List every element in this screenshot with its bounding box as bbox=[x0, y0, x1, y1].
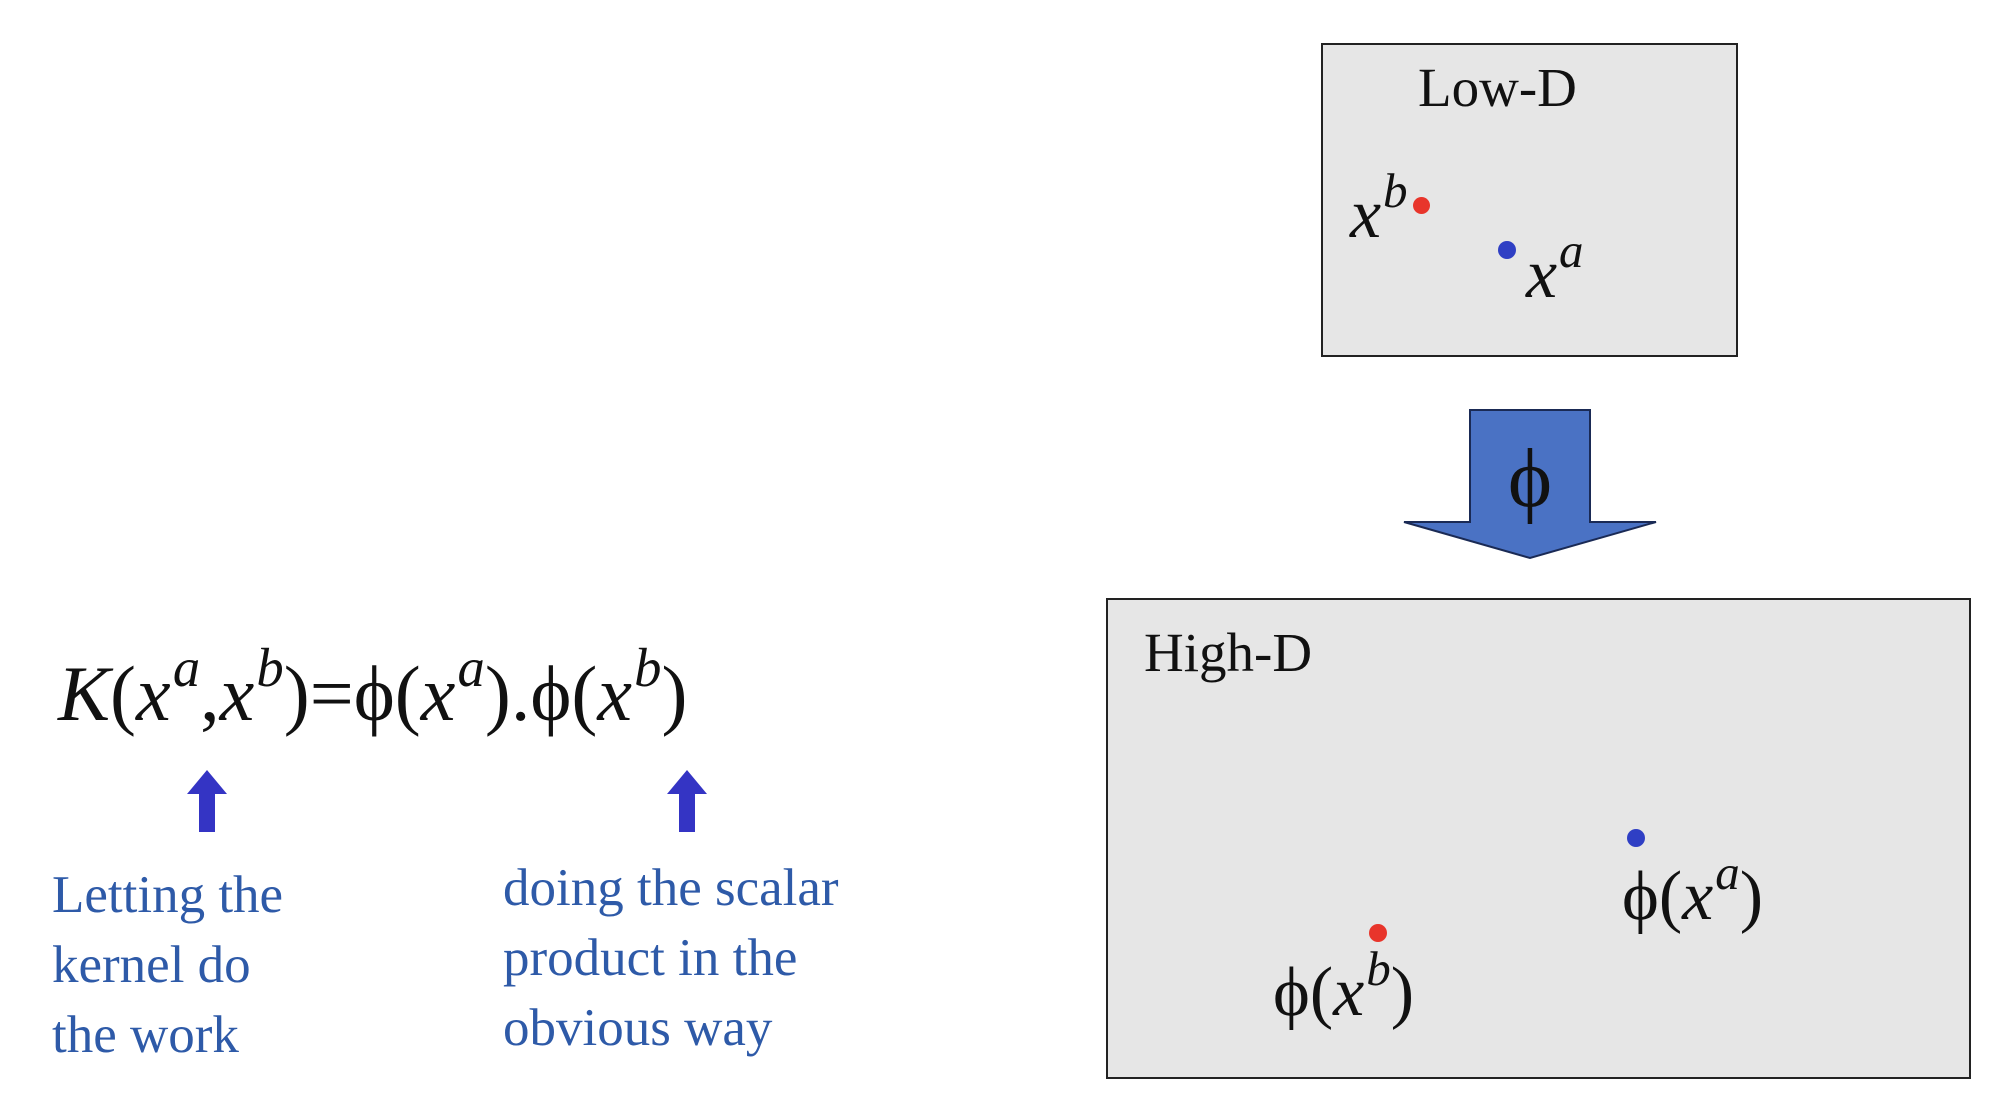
eq-open-3: ( bbox=[571, 650, 598, 737]
high-d-xb-phi: ϕ bbox=[1273, 954, 1310, 1031]
up-arrow-left-shape bbox=[187, 770, 227, 832]
high-d-box bbox=[1106, 598, 1971, 1079]
up-arrow-left-icon bbox=[187, 770, 227, 832]
eq-equals: = bbox=[309, 650, 354, 737]
annotation-left-line-3: the work bbox=[52, 1006, 239, 1064]
annotation-right-line-3: obvious way bbox=[503, 999, 773, 1057]
annotation-right-line-2: product in the bbox=[503, 929, 798, 987]
eq-sup-a-2: a bbox=[457, 637, 485, 699]
eq-open-1: ( bbox=[110, 650, 137, 737]
eq-kernel: K bbox=[58, 650, 111, 737]
eq-phi-2: ϕ bbox=[530, 650, 572, 737]
eq-comma: , bbox=[200, 650, 220, 737]
high-d-xb-open: ( bbox=[1309, 954, 1334, 1031]
low-d-box bbox=[1321, 43, 1738, 357]
annotation-right-line-1: doing the scalar bbox=[503, 859, 839, 917]
low-d-label-xa: xa bbox=[1526, 226, 1584, 310]
annotation-left-line-1: Letting the bbox=[52, 866, 284, 924]
eq-open-2: ( bbox=[394, 650, 421, 737]
high-d-label-phi-xb: ϕ(xb) bbox=[1273, 944, 1414, 1028]
eq-close-1: ) bbox=[283, 650, 310, 737]
high-d-xa-open: ( bbox=[1658, 858, 1683, 935]
high-d-title: High-D bbox=[1144, 622, 1313, 683]
eq-close-3: ) bbox=[661, 650, 688, 737]
high-d-xa-close: ) bbox=[1739, 858, 1764, 935]
eq-sup-b-1: b bbox=[256, 637, 284, 699]
low-d-title: Low-D bbox=[1418, 57, 1577, 118]
annotation-left-line-2: kernel do bbox=[52, 936, 251, 994]
low-d-xa-sup: a bbox=[1559, 222, 1584, 278]
low-d-point-a bbox=[1498, 241, 1516, 259]
eq-sup-b-2: b bbox=[634, 637, 662, 699]
eq-phi-1: ϕ bbox=[353, 650, 395, 737]
up-arrow-right-shape bbox=[667, 770, 707, 832]
high-d-xa-phi: ϕ bbox=[1622, 858, 1659, 935]
annotation-right: doing the scalar product in the obvious … bbox=[503, 853, 839, 1063]
high-d-xb-close: ) bbox=[1390, 954, 1415, 1031]
low-d-point-b bbox=[1413, 197, 1430, 214]
eq-var-1: x bbox=[136, 650, 171, 737]
eq-sup-a-1: a bbox=[172, 637, 201, 699]
eq-var-3: x bbox=[420, 650, 456, 737]
low-d-xa-var: x bbox=[1526, 236, 1558, 313]
high-d-point-b bbox=[1369, 924, 1387, 942]
low-d-xb-var: x bbox=[1350, 176, 1382, 253]
phi-arrow-shape bbox=[1403, 409, 1657, 560]
phi-mapping-arrow bbox=[1403, 409, 1657, 560]
phi-arrow-label: ϕ bbox=[1507, 432, 1553, 525]
annotation-left: Letting the kernel do the work bbox=[52, 860, 283, 1070]
eq-var-4: x bbox=[597, 650, 632, 737]
eq-dot: . bbox=[510, 650, 531, 737]
high-d-xb-sup: b bbox=[1366, 940, 1391, 996]
high-d-xa-var: x bbox=[1682, 858, 1714, 935]
up-arrow-right-icon bbox=[667, 770, 707, 832]
eq-close-2: ) bbox=[484, 650, 511, 737]
high-d-xa-sup: a bbox=[1715, 844, 1740, 900]
eq-var-2: x bbox=[219, 650, 255, 737]
low-d-label-xb: xb bbox=[1350, 166, 1408, 250]
high-d-point-a bbox=[1627, 829, 1645, 847]
low-d-xb-sup: b bbox=[1383, 162, 1408, 218]
high-d-xb-var: x bbox=[1333, 954, 1365, 1031]
kernel-equation: K(xa,xb)=ϕ(xa).ϕ(xb) bbox=[58, 640, 687, 733]
high-d-label-phi-xa: ϕ(xa) bbox=[1622, 848, 1763, 932]
